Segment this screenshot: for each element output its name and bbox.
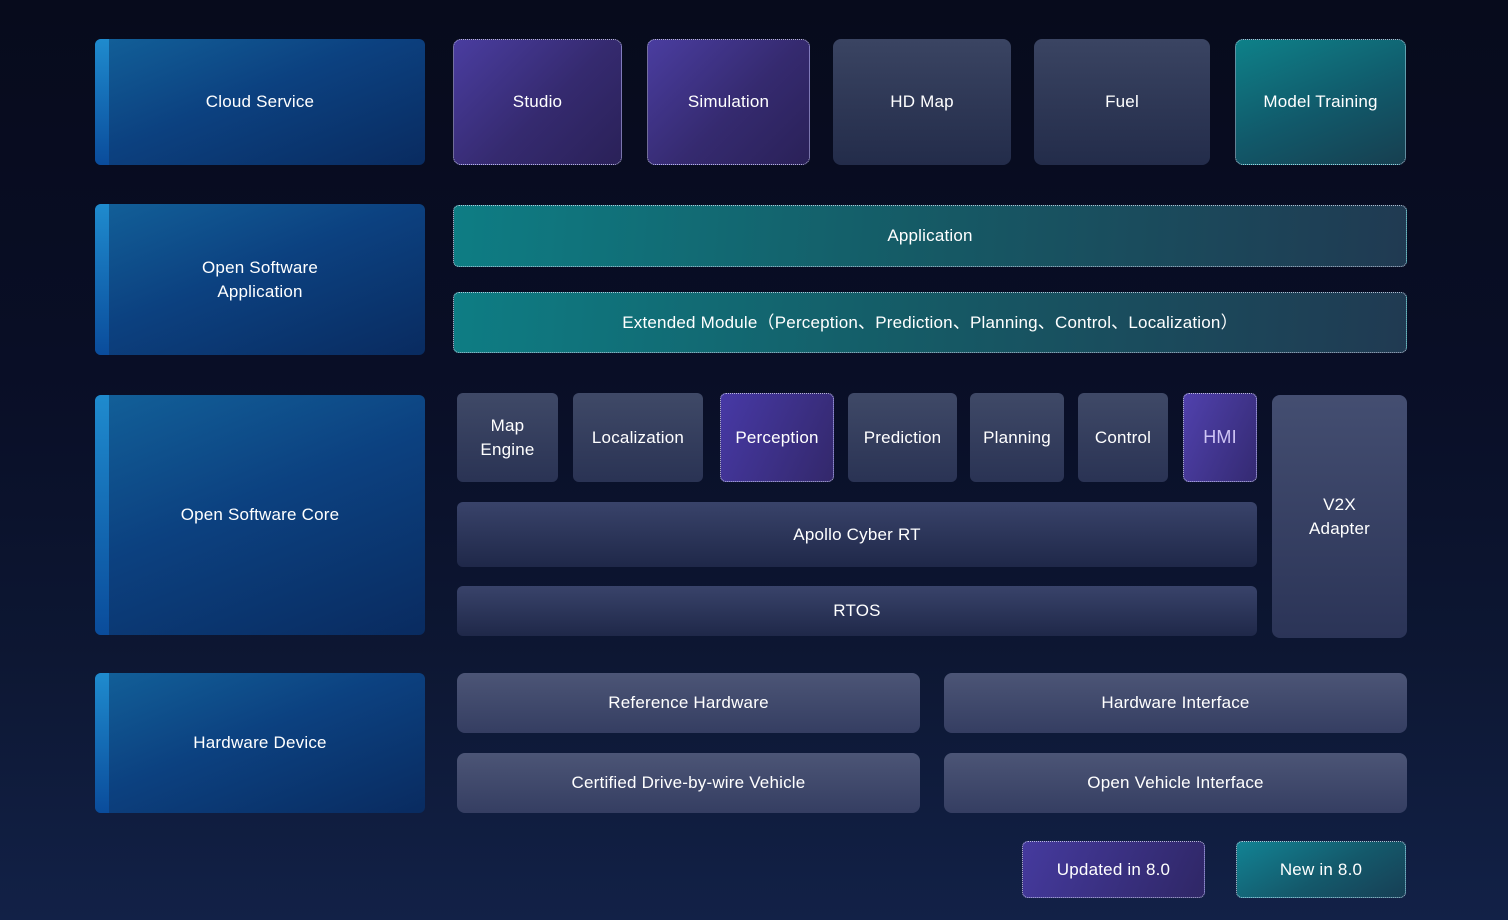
layer-cloud-service-label: Cloud Service — [205, 92, 315, 112]
module-localization: Localization — [573, 393, 703, 482]
tile-simulation: Simulation — [647, 39, 810, 165]
tile-model-training: Model Training — [1235, 39, 1406, 165]
tile-hd-map: HD Map — [833, 39, 1011, 165]
bar-extended-module-label: Extended Module（Perception、Prediction、Pl… — [622, 312, 1238, 332]
bar-apollo-cyber-rt-label: Apollo Cyber RT — [793, 524, 921, 544]
module-map-engine: Map Engine — [457, 393, 558, 482]
tile-studio-label: Studio — [512, 92, 563, 112]
module-prediction-label: Prediction — [863, 427, 942, 447]
module-control-label: Control — [1094, 427, 1152, 447]
block-reference-hardware-label: Reference Hardware — [608, 693, 769, 713]
block-hardware-interface: Hardware Interface — [944, 673, 1407, 733]
tile-studio: Studio — [453, 39, 622, 165]
bar-application-label: Application — [887, 226, 973, 246]
block-open-vehicle-interface-label: Open Vehicle Interface — [1087, 773, 1264, 793]
module-v2x-adapter: V2X Adapter — [1272, 395, 1407, 638]
module-planning: Planning — [970, 393, 1064, 482]
legend-new-label: New in 8.0 — [1279, 859, 1363, 879]
tile-model-training-label: Model Training — [1263, 92, 1378, 112]
module-v2x-adapter-label: V2X Adapter — [1309, 494, 1370, 538]
layer-open-software-application-label: Open Software Application — [202, 257, 318, 301]
layer-hardware-device: Hardware Device — [95, 673, 425, 813]
layer-open-software-core-label: Open Software Core — [180, 505, 340, 525]
tile-fuel: Fuel — [1034, 39, 1210, 165]
tile-simulation-label: Simulation — [687, 92, 770, 112]
block-hardware-interface-label: Hardware Interface — [1101, 693, 1250, 713]
block-certified-drive-by-wire-vehicle: Certified Drive-by-wire Vehicle — [457, 753, 920, 813]
bar-extended-module: Extended Module（Perception、Prediction、Pl… — [453, 292, 1407, 353]
module-perception-label: Perception — [735, 427, 819, 447]
module-prediction: Prediction — [848, 393, 957, 482]
module-perception: Perception — [720, 393, 834, 482]
legend-updated-badge: Updated in 8.0 — [1022, 841, 1205, 898]
bar-apollo-cyber-rt: Apollo Cyber RT — [457, 502, 1257, 567]
layer-cloud-service: Cloud Service — [95, 39, 425, 165]
module-map-engine-label: Map Engine — [480, 415, 535, 459]
block-reference-hardware: Reference Hardware — [457, 673, 920, 733]
legend-updated-label: Updated in 8.0 — [1056, 859, 1171, 879]
module-localization-label: Localization — [591, 427, 685, 447]
module-planning-label: Planning — [983, 427, 1051, 447]
module-control: Control — [1078, 393, 1168, 482]
layer-open-software-core: Open Software Core — [95, 395, 425, 635]
layer-open-software-application: Open Software Application — [95, 204, 425, 355]
bar-rtos: RTOS — [457, 586, 1257, 636]
bar-rtos-label: RTOS — [833, 601, 881, 621]
legend-new-badge: New in 8.0 — [1236, 841, 1406, 898]
tile-fuel-label: Fuel — [1105, 92, 1139, 112]
block-open-vehicle-interface: Open Vehicle Interface — [944, 753, 1407, 813]
tile-hd-map-label: HD Map — [890, 92, 954, 112]
block-certified-drive-by-wire-vehicle-label: Certified Drive-by-wire Vehicle — [571, 773, 806, 793]
module-hmi: HMI — [1183, 393, 1257, 482]
module-hmi-label: HMI — [1203, 426, 1237, 447]
layer-hardware-device-label: Hardware Device — [193, 733, 327, 753]
bar-application: Application — [453, 205, 1407, 267]
